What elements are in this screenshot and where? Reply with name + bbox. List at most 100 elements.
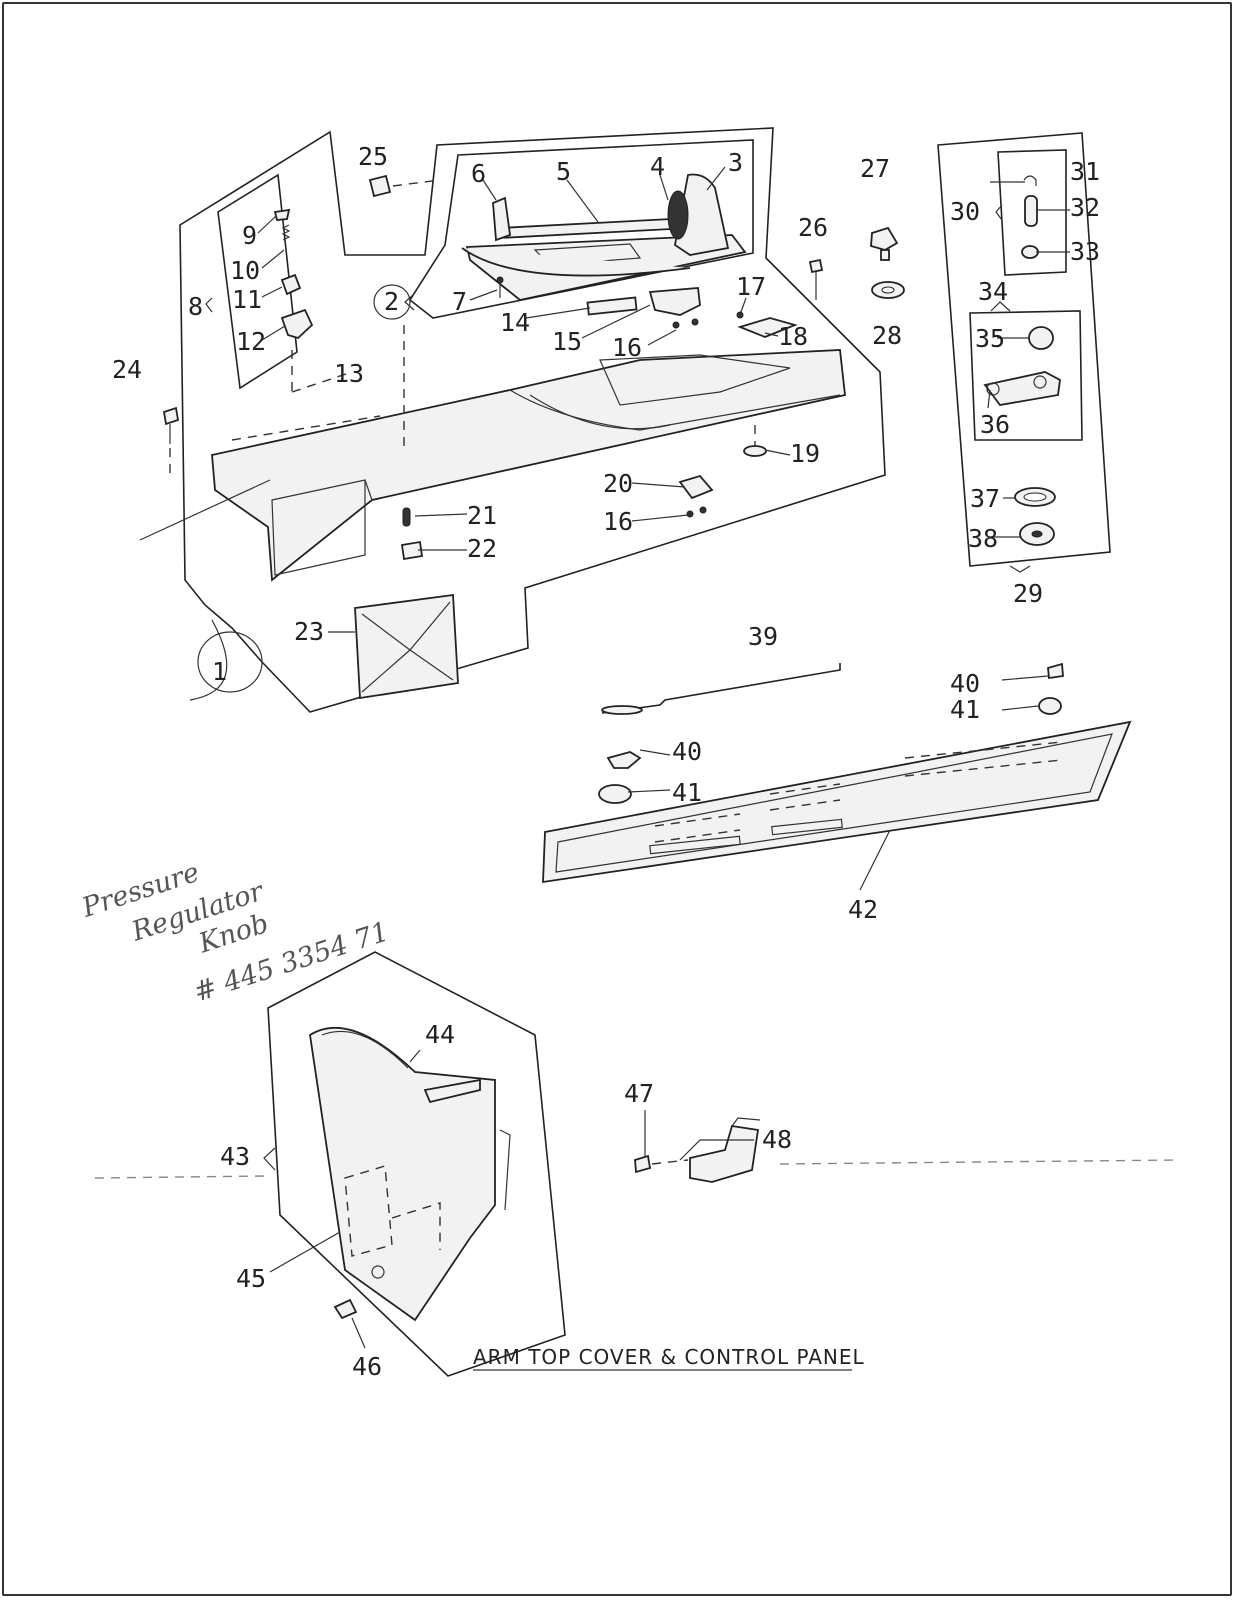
callout-34: 34 bbox=[978, 277, 1008, 306]
thread-guide-6 bbox=[492, 196, 511, 242]
callout-6: 6 bbox=[471, 159, 486, 188]
callout-13: 13 bbox=[334, 359, 364, 388]
callout-21: 21 bbox=[467, 501, 497, 530]
callout-38: 38 bbox=[968, 524, 998, 553]
callout-15: 15 bbox=[552, 327, 582, 356]
parts-31-33 bbox=[1021, 175, 1039, 259]
callout-3: 3 bbox=[728, 148, 743, 177]
callout-circle-1 bbox=[197, 631, 263, 693]
callout-39: 39 bbox=[748, 622, 778, 651]
diagram-caption: ARM TOP COVER & CONTROL PANEL bbox=[473, 1345, 865, 1371]
callout-48: 48 bbox=[762, 1125, 792, 1154]
front-cover-group-43 bbox=[263, 951, 566, 1377]
leader-lines bbox=[189, 166, 1070, 1349]
screw-26 bbox=[808, 258, 824, 300]
callout-44: 44 bbox=[425, 1020, 455, 1049]
lens-22 bbox=[400, 540, 424, 561]
button-bar-14 bbox=[586, 296, 638, 316]
bracket-15 bbox=[648, 287, 701, 316]
callout-29: 29 bbox=[1013, 579, 1043, 608]
callout-28: 28 bbox=[872, 321, 902, 350]
spool-holder bbox=[667, 173, 730, 256]
callout-16a: 16 bbox=[612, 333, 642, 362]
screws-16-top bbox=[672, 318, 699, 329]
callout-4: 4 bbox=[650, 152, 665, 181]
callout-1: 1 bbox=[212, 657, 227, 686]
washer-37 bbox=[1014, 487, 1056, 507]
spool-pin bbox=[499, 217, 691, 239]
handwritten-note: Pressure Regulator Knob # 445 3354 71 bbox=[78, 857, 393, 1009]
spring-10 bbox=[281, 224, 291, 241]
screw-7 bbox=[496, 276, 504, 298]
callout-11: 11 bbox=[232, 285, 262, 314]
screw-17 bbox=[736, 311, 744, 319]
callout-circle-2 bbox=[373, 284, 411, 320]
callout-47: 47 bbox=[624, 1079, 654, 1108]
callout-43: 43 bbox=[220, 1142, 250, 1171]
callout-33: 33 bbox=[1070, 237, 1100, 266]
callout-35: 35 bbox=[975, 324, 1005, 353]
callout-12: 12 bbox=[236, 327, 266, 356]
callout-37: 37 bbox=[970, 484, 1000, 513]
callout-41a: 41 bbox=[950, 695, 980, 724]
nut-19 bbox=[743, 425, 767, 457]
subassembly-box-29 bbox=[937, 132, 1111, 573]
callout-36: 36 bbox=[980, 410, 1010, 439]
callout-8: 8 bbox=[188, 292, 203, 321]
scan-dashes bbox=[94, 1159, 1181, 1179]
main-arm-group-outline bbox=[179, 127, 886, 713]
washer-41-right bbox=[1038, 697, 1062, 715]
callout-19: 19 bbox=[790, 439, 820, 468]
knob-27 bbox=[870, 226, 899, 261]
screws-16-bottom bbox=[686, 506, 707, 518]
bobbin-38 bbox=[1019, 522, 1055, 546]
callout-27: 27 bbox=[860, 154, 890, 183]
face-cover-23 bbox=[354, 593, 459, 700]
callout-32: 32 bbox=[1070, 193, 1100, 222]
callout-23: 23 bbox=[294, 617, 324, 646]
callout-26: 26 bbox=[798, 213, 828, 242]
plug-25 bbox=[368, 174, 441, 198]
screw-46 bbox=[333, 1298, 358, 1320]
spool-stand-base bbox=[461, 234, 747, 301]
callout-2: 2 bbox=[384, 287, 399, 316]
arm-top-cover bbox=[139, 325, 846, 582]
washer-28 bbox=[871, 281, 905, 299]
screw-9 bbox=[273, 208, 291, 221]
callout-31: 31 bbox=[1070, 157, 1100, 186]
callout-30: 30 bbox=[950, 197, 980, 226]
callout-labels: 1 2 3 4 5 6 7 8 9 10 11 12 13 14 15 16 1… bbox=[112, 142, 1100, 1381]
callout-10: 10 bbox=[230, 256, 260, 285]
callout-24: 24 bbox=[112, 355, 142, 384]
lever-12 bbox=[280, 308, 314, 340]
callout-16b: 16 bbox=[603, 507, 633, 536]
clip-18 bbox=[737, 317, 798, 338]
callout-42: 42 bbox=[848, 895, 878, 924]
callout-14: 14 bbox=[500, 308, 530, 337]
callout-25: 25 bbox=[358, 142, 388, 171]
callout-7: 7 bbox=[452, 287, 467, 316]
screw-24 bbox=[162, 406, 180, 478]
parts-35-36 bbox=[983, 326, 1061, 406]
callout-22: 22 bbox=[467, 534, 497, 563]
callout-9: 9 bbox=[242, 221, 257, 250]
rod-39 bbox=[601, 663, 841, 715]
subassembly-box-34 bbox=[969, 301, 1083, 441]
callout-18: 18 bbox=[778, 322, 808, 351]
nut-45 bbox=[371, 1265, 385, 1279]
screw-47 bbox=[634, 1154, 689, 1174]
subassembly-box-30 bbox=[995, 149, 1067, 276]
callout-20: 20 bbox=[603, 469, 633, 498]
screw-40-right bbox=[1047, 662, 1064, 680]
washer-41-left bbox=[598, 784, 632, 804]
callout-45: 45 bbox=[236, 1264, 266, 1293]
callout-5: 5 bbox=[556, 157, 571, 186]
caption-text: ARM TOP COVER & CONTROL PANEL bbox=[473, 1345, 865, 1369]
bracket-48 bbox=[689, 1117, 761, 1183]
callout-46: 46 bbox=[352, 1352, 382, 1381]
nut-11 bbox=[280, 273, 302, 296]
front-cover-44 bbox=[309, 1027, 511, 1322]
callout-17: 17 bbox=[736, 272, 766, 301]
